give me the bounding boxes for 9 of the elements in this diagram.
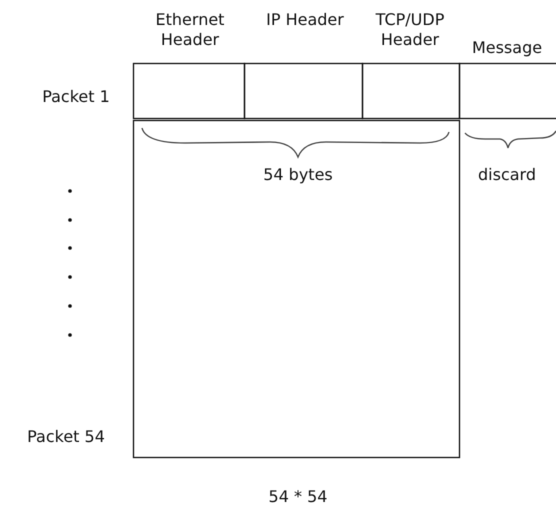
dimension-label: 54 * 54 — [268, 487, 328, 507]
row-label: Packet 1 — [41, 87, 111, 107]
brace-label: 54 bytes — [262, 165, 334, 185]
column-heading: TCP/UDP Header — [374, 10, 446, 50]
brace-label: discard — [477, 165, 537, 185]
row-label: Packet 54 — [26, 427, 106, 447]
column-heading: Message — [470, 38, 544, 58]
column-heading: Ethernet Header — [154, 10, 226, 50]
column-heading: IP Header — [265, 10, 345, 30]
